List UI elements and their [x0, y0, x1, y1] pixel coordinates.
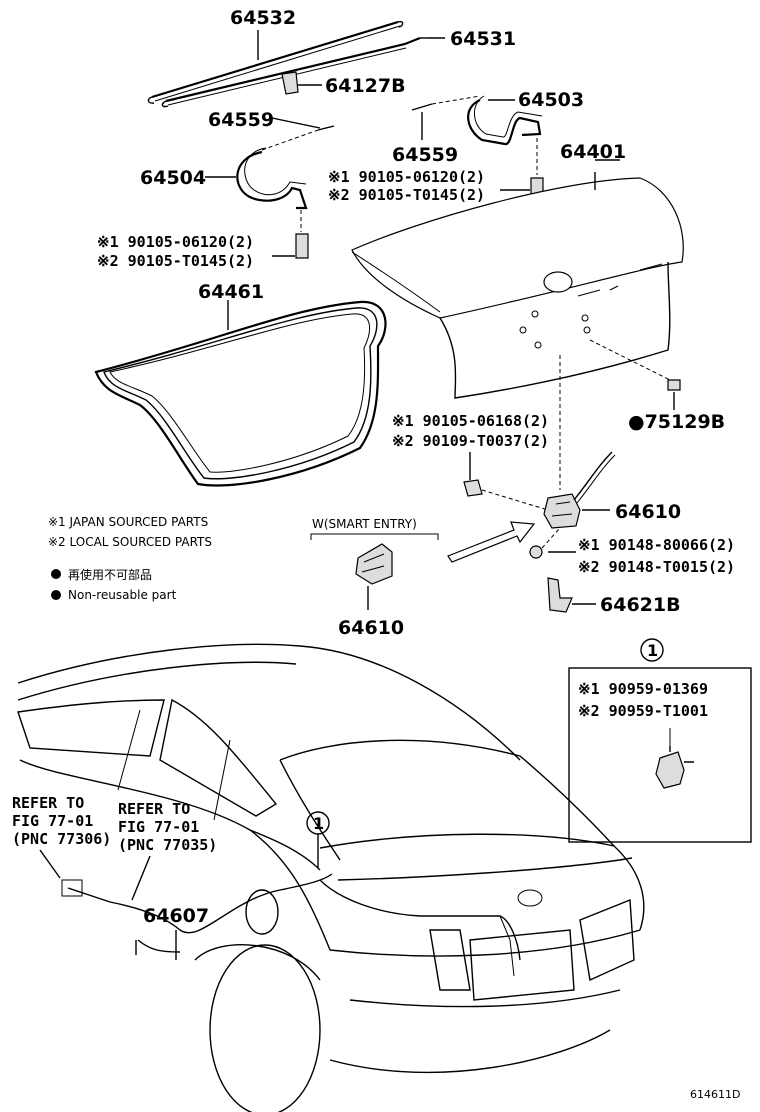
connector-part — [655, 728, 694, 789]
bolt-right-code-2: ※2 90105-T0145(2) — [328, 186, 485, 204]
hinge-64504 — [205, 117, 335, 259]
label-64504: 64504 — [140, 167, 206, 189]
refer-1-leader — [39, 849, 61, 879]
bolt-left-code-2: ※2 90105-T0145(2) — [97, 252, 254, 270]
label-64531: 64531 — [450, 28, 516, 50]
bullet-icon — [51, 590, 61, 600]
label-64559-left: 64559 — [208, 109, 274, 131]
label-64607: 64607 — [143, 905, 209, 927]
car-callout-number: 1 — [313, 814, 324, 833]
label-64559-right: 64559 — [392, 144, 458, 166]
label-64610-smart: 64610 — [338, 617, 404, 639]
note-local: ※2 LOCAL SOURCED PARTS — [48, 535, 212, 549]
label-64532: 64532 — [230, 7, 296, 29]
label-64401: 64401 — [560, 141, 626, 163]
clip-64127B — [281, 71, 322, 95]
refer-1-line-2: FIG 77-01 — [12, 812, 93, 830]
car-rear-view — [17, 643, 645, 1112]
note-japan: ※1 JAPAN SOURCED PARTS — [48, 515, 208, 529]
label-64503: 64503 — [518, 89, 584, 111]
inset-code-1: ※1 90959-01369 — [578, 680, 708, 698]
inset-callout-circle — [640, 638, 664, 662]
bolt-left-code-1: ※1 90105-06120(2) — [97, 233, 254, 251]
diagram-code: 614611D — [690, 1088, 740, 1101]
label-64127B: 64127B — [325, 75, 406, 97]
label-64461: 64461 — [198, 281, 264, 303]
lock-bolt-code-1: ※1 90105-06168(2) — [392, 412, 549, 430]
refer-1-line-3: (PNC 77306) — [12, 830, 111, 848]
lock-assembly-64610-smart — [355, 543, 393, 610]
note-nonreuse-en: Non-reusable part — [68, 588, 177, 602]
bumper-75129B — [667, 379, 681, 410]
refer-2-line-1: REFER TO — [118, 800, 190, 818]
note-nonreuse-jp: 再使用不可部品 — [68, 567, 152, 582]
arrow-icon — [447, 521, 536, 563]
refer-2-leader — [131, 855, 151, 901]
smart-entry-label: W(SMART ENTRY) — [312, 517, 417, 531]
smart-entry-bracket — [310, 533, 439, 540]
refer-2-line-3: (PNC 77035) — [118, 836, 217, 854]
inset-callout-number: 1 — [647, 641, 658, 660]
label-64621B: 64621B — [600, 594, 681, 616]
bolt-right-code-1: ※1 90105-06120(2) — [328, 168, 485, 186]
inset-code-2: ※2 90959-T1001 — [578, 702, 708, 720]
clip-code-2: ※2 90148-T0015(2) — [578, 558, 735, 576]
cover-64621B — [547, 577, 596, 613]
hinge-64503 — [411, 95, 544, 195]
label-64610-main: 64610 — [615, 501, 681, 523]
clip-code-1: ※1 90148-80066(2) — [578, 536, 735, 554]
lock-bolt — [463, 452, 549, 511]
bullet-icon — [51, 569, 61, 579]
refer-2-line-2: FIG 77-01 — [118, 818, 199, 836]
lock-assembly-64610 — [543, 451, 616, 529]
torsion-bar-64532 — [147, 20, 404, 104]
inset-box — [568, 667, 752, 843]
refer-1-line-1: REFER TO — [12, 794, 84, 812]
label-75129B: ●75129B — [628, 411, 725, 433]
lock-bolt-code-2: ※2 90109-T0037(2) — [392, 432, 549, 450]
weatherstrip-64461 — [94, 300, 387, 487]
trunk-lid-64401 — [351, 159, 684, 490]
lock-clip — [529, 527, 576, 559]
